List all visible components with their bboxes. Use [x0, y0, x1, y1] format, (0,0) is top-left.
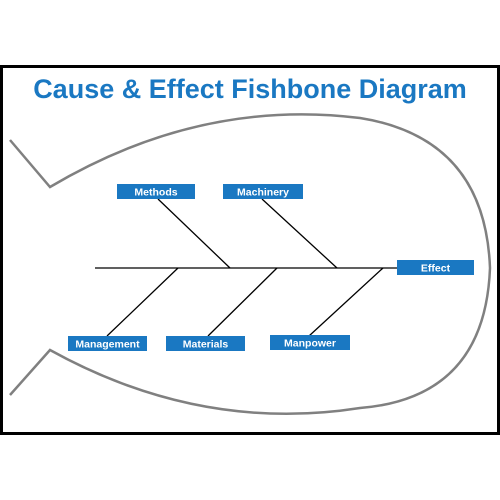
label-text: Management [75, 339, 140, 351]
diagram-title: Cause & Effect Fishbone Diagram [33, 74, 467, 104]
bone-management [106, 267, 179, 337]
cause-label-manpower: Manpower [270, 335, 350, 350]
label-box [117, 184, 195, 199]
label-box [270, 335, 350, 350]
bone-materials [207, 267, 278, 337]
cause-label-management: Management [68, 336, 147, 351]
label-text: Effect [421, 263, 451, 275]
cause-label-machinery: Machinery [223, 184, 303, 199]
label-box [68, 336, 147, 351]
fish-outline [9, 113, 492, 415]
bone-methods [157, 198, 231, 269]
cause-label-materials: Materials [166, 336, 245, 351]
diagram-frame [0, 65, 500, 435]
bone-manpower [308, 267, 384, 337]
label-text: Machinery [237, 187, 289, 199]
effect-label: Effect [397, 260, 474, 275]
bone-machinery [261, 198, 338, 269]
label-box [397, 260, 474, 275]
label-text: Methods [134, 187, 177, 199]
label-box [166, 336, 245, 351]
label-box [223, 184, 303, 199]
cause-label-methods: Methods [117, 184, 195, 199]
label-text: Materials [183, 339, 229, 351]
label-text: Manpower [284, 338, 336, 350]
